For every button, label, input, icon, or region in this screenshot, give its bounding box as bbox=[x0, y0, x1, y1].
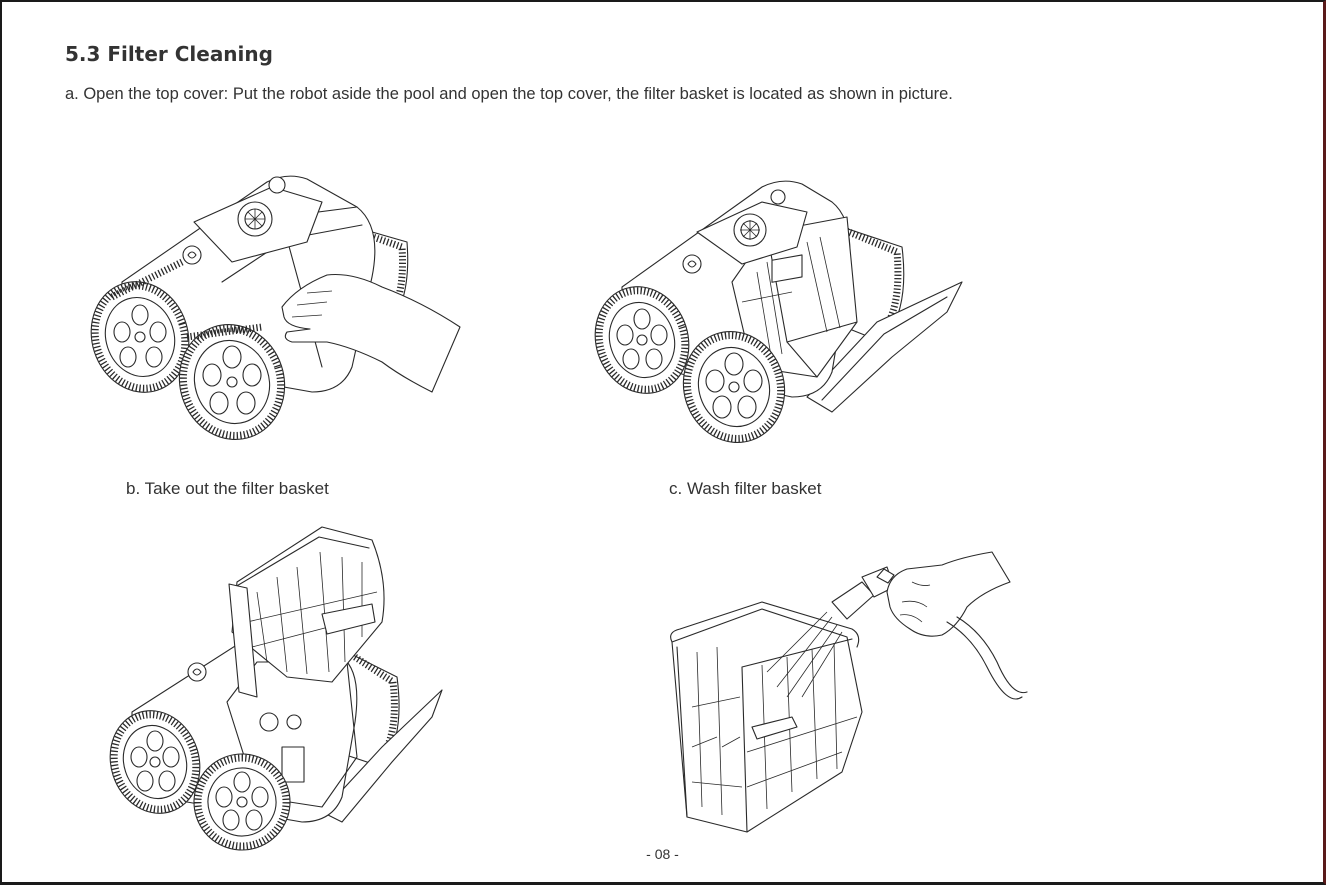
robot-closed-cover-illustration bbox=[82, 167, 472, 452]
robot-open-cover-illustration bbox=[592, 172, 972, 457]
remove-filter-basket-illustration bbox=[107, 522, 452, 852]
wash-filter-basket-illustration bbox=[662, 547, 1032, 837]
step-a-instruction: a. Open the top cover: Put the robot asi… bbox=[65, 85, 953, 104]
step-b-caption: b. Take out the filter basket bbox=[126, 479, 329, 499]
step-c-caption: c. Wash filter basket bbox=[669, 479, 821, 499]
section-title: 5.3 Filter Cleaning bbox=[65, 42, 273, 66]
page-number: - 08 - bbox=[2, 846, 1323, 862]
